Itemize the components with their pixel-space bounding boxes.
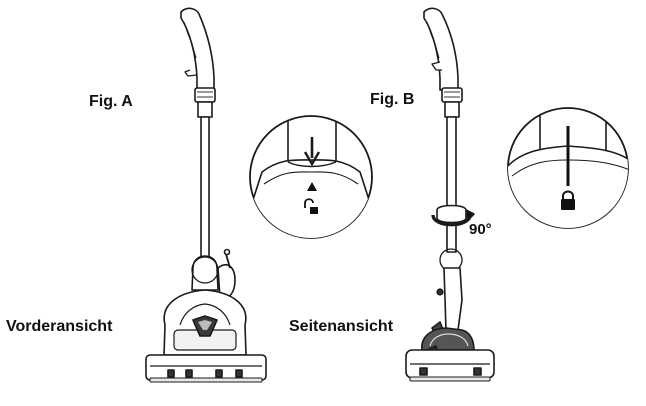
handle-grip	[180, 7, 215, 91]
locked-padlock-icon	[561, 190, 575, 210]
alignment-triangle-icon	[307, 182, 317, 191]
mop-base	[145, 354, 267, 381]
front-view-caption: Vorderansicht	[6, 318, 113, 335]
handle-grip	[423, 7, 459, 91]
telescopic-pole	[446, 116, 457, 253]
detail-a-zoom	[249, 115, 373, 239]
detail-b-zoom	[507, 107, 629, 229]
figure-a-label: Fig. A	[89, 93, 133, 110]
steam-mop-front-view	[145, 7, 267, 383]
insert-arrow-icon	[303, 137, 321, 167]
handle-collar	[441, 87, 463, 103]
handle-collar	[194, 87, 216, 103]
unlocked-padlock-icon	[304, 198, 318, 214]
rotation-angle-label: 90°	[469, 221, 492, 238]
side-view-caption: Seitenansicht	[289, 318, 394, 335]
telescopic-pole	[200, 116, 210, 268]
figure-b-label: Fig. B	[370, 91, 415, 108]
detail-marker-circle	[191, 256, 219, 284]
steam-mop-side-view	[405, 7, 495, 382]
